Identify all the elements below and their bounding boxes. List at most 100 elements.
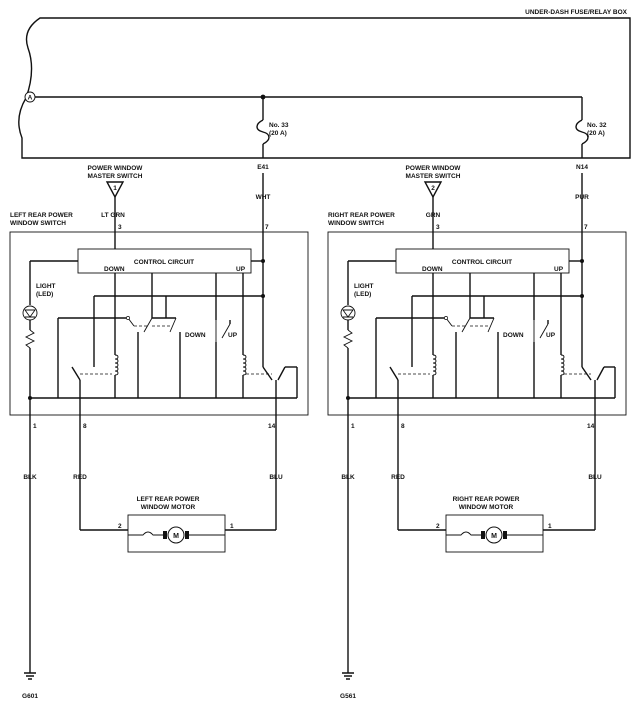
left-motor-pin-2: 2 [118, 523, 122, 530]
right-motor-pin-2: 2 [436, 523, 440, 530]
right-up-relay-coil-icon [560, 354, 565, 376]
right-pin-3: 3 [436, 224, 440, 231]
right-wire-grn: GRN [426, 212, 441, 219]
left-motor-brush-a-icon [163, 531, 167, 539]
right-pin-8: 8 [401, 423, 405, 430]
left-wire-blu: BLU [269, 474, 283, 481]
left-motor-breaker-icon [128, 531, 163, 536]
left-motor-symbol: M [173, 533, 179, 540]
left-ground-icon [24, 672, 36, 680]
right-master-switch-connector-icon [423, 181, 443, 199]
right-motor-brush-b-icon [503, 531, 507, 539]
right-wire-blu: BLU [588, 474, 602, 481]
left-switch-title-1: LEFT REAR POWER [10, 212, 73, 219]
left-up-relay-contact-b-icon [277, 366, 286, 381]
right-up-relay-contact-icon [581, 366, 592, 381]
right-motor-pin-1: 1 [548, 523, 552, 530]
left-up-switch-label: UP [228, 332, 238, 339]
left-light-label-2: (LED) [36, 291, 53, 298]
right-motor-icon [485, 526, 503, 544]
left-switch-title-2: WINDOW SWITCH [10, 220, 66, 227]
right-cc-junction-dot [580, 259, 584, 263]
left-down-relay-coil-icon [114, 354, 119, 376]
left-down-relay-contact-icon [71, 366, 81, 381]
left-down-label: DOWN [104, 266, 125, 273]
right-contact-3-icon [487, 317, 495, 333]
left-contact-3-icon [169, 317, 177, 333]
left-led-diode-icon [24, 309, 36, 318]
right-down-label: DOWN [422, 266, 443, 273]
right-window-motor-housing [445, 514, 544, 553]
right-master-connector-number: 2 [431, 185, 435, 192]
left-wire-red: RED [73, 474, 87, 481]
left-down-switch-label: DOWN [185, 332, 206, 339]
right-led-icon [340, 305, 356, 321]
right-motor-breaker-icon [446, 531, 481, 536]
right-light-label-1: LIGHT [354, 283, 374, 290]
right-up-switch-label: UP [546, 332, 556, 339]
right-light-label-2: (LED) [354, 291, 371, 298]
right-motor-symbol: M [491, 533, 497, 540]
left-master-switch-connector-icon [105, 181, 125, 199]
right-wire-blk: BLK [341, 474, 355, 481]
right-led-diode-icon [342, 309, 354, 318]
left-rear-circuit: POWER WINDOW MASTER SWITCH 1 LT GRN 3 WH… [9, 165, 309, 700]
left-window-motor-housing [127, 514, 226, 553]
left-wire-lt-grn: LT GRN [101, 212, 125, 219]
left-resistor-icon [24, 329, 36, 349]
left-contact-2-icon [143, 317, 153, 333]
right-pin-7: 7 [584, 224, 588, 231]
right-ground-icon [342, 672, 354, 680]
right-pin-14: 14 [587, 423, 595, 430]
right-switch-title-1: RIGHT REAR POWER [328, 212, 395, 219]
left-motor-icon [167, 526, 185, 544]
right-contact-2-icon [461, 317, 471, 333]
left-led-icon [22, 305, 38, 321]
right-down-switch-label: DOWN [503, 332, 524, 339]
left-ground-label: G601 [22, 693, 38, 700]
fuse-32-rating: (20 A) [587, 130, 605, 137]
right-master-switch-label-2: MASTER SWITCH [406, 173, 461, 180]
left-motor-title-1: LEFT REAR POWER [137, 496, 200, 503]
right-up-relay-contact-b-icon [596, 366, 605, 381]
left-up-relay-coil-icon [242, 354, 247, 376]
fuse-32-icon [575, 119, 589, 145]
left-up-relay-contact-icon [262, 366, 273, 381]
left-pin-8: 8 [83, 423, 87, 430]
left-control-circuit-label: CONTROL CIRCUIT [134, 259, 194, 266]
right-motor-title-1: RIGHT REAR POWER [453, 496, 520, 503]
left-wire-wht: WHT [256, 194, 271, 201]
right-wire-red: RED [391, 474, 405, 481]
fuse-33-number: No. 33 [269, 122, 289, 129]
right-pin-1: 1 [351, 423, 355, 430]
right-down-relay-contact-icon [389, 366, 399, 381]
left-motor-title-2: WINDOW MOTOR [141, 504, 196, 511]
right-bus-junction-dot [580, 294, 584, 298]
terminal-n14: N14 [576, 164, 588, 171]
left-light-label-1: LIGHT [36, 283, 56, 290]
fuse-32-number: No. 32 [587, 122, 607, 129]
left-cc-junction-dot [261, 259, 265, 263]
fuse-relay-box: UNDER-DASH FUSE/RELAY BOX A No. 33 (20 A… [18, 9, 631, 171]
right-master-switch-label-1: POWER WINDOW [406, 165, 462, 172]
left-pin-7: 7 [265, 224, 269, 231]
right-motor-brush-a-icon [481, 531, 485, 539]
right-rear-circuit: POWER WINDOW MASTER SWITCH 2 GRN 3 PUR 7… [327, 165, 627, 700]
terminal-e41: E41 [257, 164, 269, 171]
left-up-contact-icon [221, 323, 231, 339]
fuse-33-icon [256, 119, 270, 145]
left-motor-pin-1: 1 [230, 523, 234, 530]
right-down-relay-coil-icon [432, 354, 437, 376]
left-master-connector-number: 1 [113, 185, 117, 192]
left-pin-3: 3 [118, 224, 122, 231]
left-motor-brush-b-icon [185, 531, 189, 539]
right-window-switch-housing [327, 231, 627, 416]
connector-a-label: A [28, 95, 33, 102]
left-pin-1: 1 [33, 423, 37, 430]
right-wire-pur: PUR [575, 194, 589, 201]
left-master-switch-label-1: POWER WINDOW [88, 165, 144, 172]
right-resistor-icon [342, 329, 354, 349]
left-window-switch-housing [9, 231, 309, 416]
left-bus-junction-dot [261, 294, 265, 298]
